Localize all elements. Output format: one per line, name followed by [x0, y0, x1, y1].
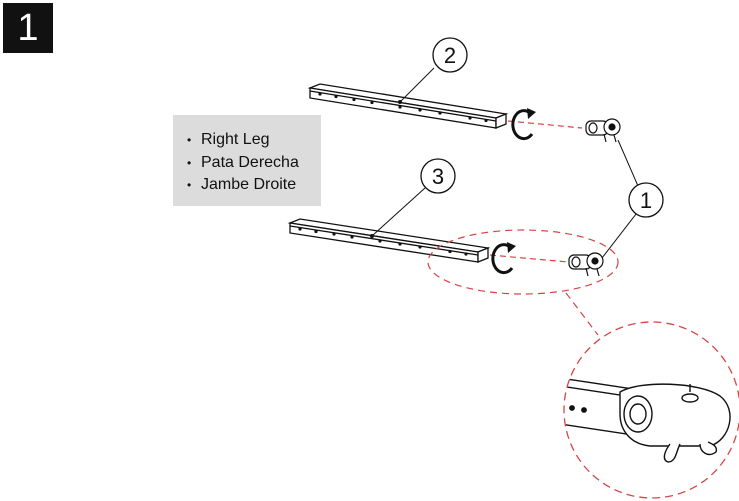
detail-connector-line: [565, 292, 599, 336]
leveling-foot-icon: [568, 252, 604, 277]
insertion-line-lower: [489, 254, 569, 263]
leg-tube-upper: [307, 83, 509, 129]
detail-zoom-view: [563, 321, 739, 499]
callout-number: 3: [432, 164, 444, 189]
step-number: 1: [17, 6, 39, 49]
legend-item-french: • Jambe Droite: [187, 174, 321, 197]
legend-list: • Right Leg • Pata Derecha • Jambe Droite: [187, 129, 321, 197]
leveling-foot-icon: [585, 118, 621, 143]
legend-label: Jambe Droite: [201, 176, 297, 193]
bullet-icon: •: [187, 133, 192, 147]
legend-label: Pata Derecha: [201, 153, 299, 171]
callout-number: 1: [640, 188, 652, 213]
detail-highlight-ellipse: [427, 229, 619, 295]
part-name-legend: • Right Leg • Pata Derecha • Jambe Droite: [173, 115, 321, 206]
step-number-badge: 1: [3, 3, 53, 53]
callout-part-1: 1: [601, 139, 664, 259]
rotate-arrow-icon: [491, 242, 516, 275]
callout-part-3: 3: [370, 158, 456, 238]
legend-item-spanish: • Pata Derecha: [187, 152, 321, 175]
legend-item-english: • Right Leg: [187, 129, 321, 152]
bullet-icon: •: [187, 155, 192, 170]
legend-label: Right Leg: [201, 131, 270, 148]
callout-part-2: 2: [398, 37, 468, 104]
rotate-arrow-icon: [511, 108, 536, 141]
bullet-icon: •: [187, 178, 192, 192]
insertion-line-upper: [507, 120, 583, 129]
leg-tube-lower: [287, 218, 491, 263]
callout-number: 2: [444, 43, 456, 68]
